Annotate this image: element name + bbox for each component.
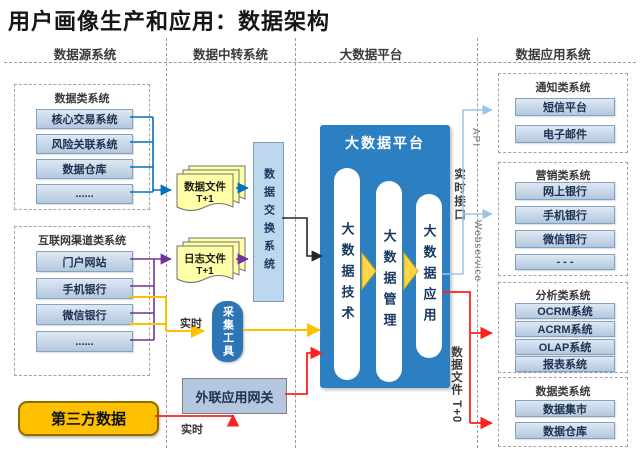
label-api: API: [470, 128, 481, 148]
node-olap-system: OLAP系统: [515, 339, 615, 355]
log-file-cycle: T+1: [196, 266, 214, 277]
column-separator-2: [295, 38, 296, 448]
group-analysis-label: 分析类系统: [535, 290, 591, 302]
page-title: 用户画像生产和应用：数据架构: [8, 9, 331, 34]
group-marketing-label: 营销类系统: [535, 170, 591, 182]
header-divider: [4, 62, 636, 63]
pillar-bigdata-application: 大数据应用: [416, 194, 442, 358]
data-file-cycle: T+1: [196, 194, 214, 205]
node-online-bank: 网上银行: [515, 182, 615, 200]
data-file-label: 数据文件: [184, 181, 226, 193]
group-data-app-label: 数据类系统: [535, 386, 591, 398]
group-data-systems-label: 数据类系统: [54, 93, 110, 105]
group-notification-systems: 通知类系统 短信平台 电子邮件: [498, 73, 628, 153]
node-portal-site: 门户网站: [36, 251, 133, 272]
flow-exchange-black: [282, 217, 323, 262]
node-external-app-gateway: 外联应用网关: [182, 378, 287, 414]
column-header-platform: 大数据平台: [339, 48, 403, 62]
node-collection-tool: 采集工具: [212, 301, 243, 362]
node-data-file-t1: 数据文件 T+1: [177, 179, 233, 205]
label-realtime-interface: 实时接口: [453, 168, 465, 222]
node-mobile-bank-app: 手机银行: [515, 206, 615, 224]
column-separator-1: [166, 38, 167, 448]
node-data-systems-more: ......: [36, 184, 133, 204]
group-notification-label: 通知类系统: [535, 82, 591, 94]
node-data-warehouse-app: 数据仓库: [515, 422, 615, 439]
label-webservice: Webservice: [472, 220, 483, 283]
node-third-party-data: 第三方数据: [18, 401, 159, 436]
node-bigdata-platform: 大数据平台 大数据技术 大数据管理 大数据应用: [320, 125, 450, 388]
group-data-app-systems: 数据类系统 数据集市 数据仓库: [498, 377, 628, 447]
pillar-bigdata-technology: 大数据技术: [334, 168, 360, 380]
column-header-source: 数据源系统: [53, 48, 117, 62]
group-analysis-systems: 分析类系统 OCRM系统 ACRM系统 OLAP系统 报表系统: [498, 282, 628, 373]
node-sms-platform: 短信平台: [515, 98, 615, 116]
log-file-label: 日志文件: [184, 253, 226, 265]
node-report-system: 报表系统: [515, 356, 615, 372]
node-wechat-bank-app: 微信银行: [515, 230, 615, 248]
node-log-file-t1: 日志文件 T+1: [177, 251, 233, 277]
group-marketing-systems: 营销类系统 网上银行 手机银行 微信银行 - - -: [498, 162, 628, 276]
group-internet-channels-label: 互联网渠道类系统: [38, 235, 126, 247]
node-data-exchange-system: 数据交换系统: [253, 142, 284, 302]
group-data-systems: 数据类系统 核心交易系统 风险关联系统 数据仓库 ......: [14, 84, 150, 210]
group-internet-channels: 互联网渠道类系统 门户网站 手机银行 微信银行 ......: [14, 226, 150, 376]
label-realtime-collect: 实时: [180, 318, 202, 330]
pillar-bigdata-management: 大数据管理: [376, 181, 402, 382]
node-ocrm-system: OCRM系统: [515, 303, 615, 319]
column-header-transfer: 数据中转系统: [192, 48, 268, 62]
node-risk-association-system: 风险关联系统: [36, 134, 133, 154]
column-header-apps: 数据应用系统: [515, 48, 591, 62]
bigdata-platform-title: 大数据平台: [345, 135, 425, 151]
node-data-warehouse-source: 数据仓库: [36, 159, 133, 179]
node-data-mart: 数据集市: [515, 400, 615, 417]
node-wechat-bank-source: 微信银行: [36, 304, 133, 325]
node-email: 电子邮件: [515, 125, 615, 143]
label-data-file-t0: 数据文件 T+0: [450, 346, 462, 424]
node-internet-channels-more: ......: [36, 331, 133, 352]
label-realtime-third-party: 实时: [181, 424, 203, 436]
node-acrm-system: ACRM系统: [515, 321, 615, 337]
node-core-trading-system: 核心交易系统: [36, 109, 133, 129]
node-marketing-more: - - -: [515, 254, 615, 270]
node-mobile-bank-source: 手机银行: [36, 278, 133, 299]
